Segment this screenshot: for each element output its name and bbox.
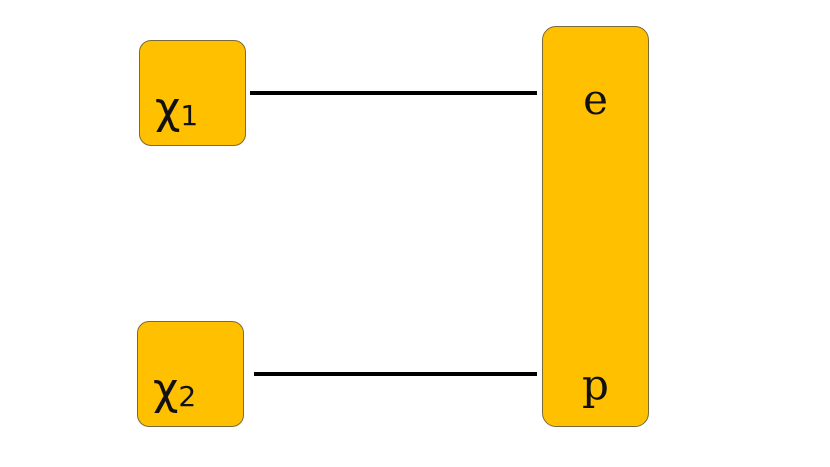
chi2-label: χ2 bbox=[153, 368, 196, 412]
chi1-node: χ1 bbox=[139, 40, 246, 146]
chi1-symbol: χ bbox=[155, 83, 181, 134]
chi2-subscript: 2 bbox=[178, 380, 197, 413]
chi1-subscript: 1 bbox=[180, 99, 199, 132]
ep-bar-node: e p bbox=[542, 26, 649, 427]
chi2-symbol: χ bbox=[153, 364, 179, 415]
edge-chi1-to-e bbox=[250, 91, 537, 95]
edge-chi2-to-p bbox=[254, 372, 537, 376]
chi1-label: χ1 bbox=[155, 87, 198, 131]
bar-label-p: p bbox=[582, 360, 609, 409]
bar-label-e: e bbox=[583, 75, 608, 124]
chi2-node: χ2 bbox=[137, 321, 244, 427]
